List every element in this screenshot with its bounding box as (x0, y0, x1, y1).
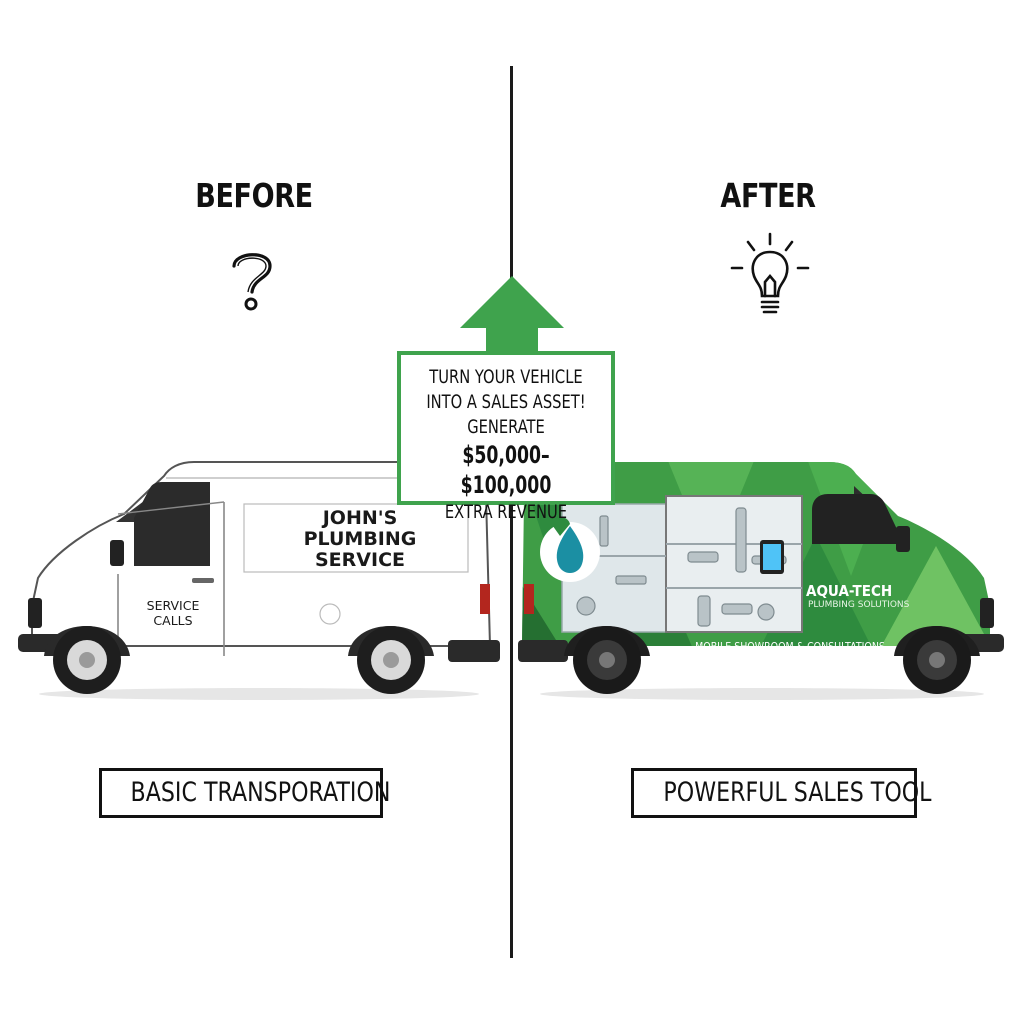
callout-revenue-range: $50,000–$100,000 (460, 441, 552, 499)
after-heading: AFTER (720, 176, 816, 215)
door-text-line-2: CALLS (153, 613, 193, 628)
before-caption-text: BASIC TRANSPORATION (130, 777, 391, 808)
van-brand-name: AQUA-TECH (806, 582, 893, 600)
callout-line-1: TURN YOUR VEHICLE (429, 366, 583, 388)
van-name-line-3: SERVICE (315, 549, 405, 571)
lightbulb-icon (730, 232, 810, 314)
van-business-name: JOHN'S PLUMBING SERVICE (260, 508, 460, 571)
van-name-line-2: PLUMBING (303, 528, 417, 550)
callout-line-3: GENERATE (467, 416, 545, 438)
up-arrow-icon (460, 276, 564, 356)
after-caption-text: POWERFUL SALES TOOL (663, 777, 932, 808)
door-text-line-1: SERVICE (146, 598, 200, 613)
before-heading: BEFORE (195, 176, 313, 215)
callout-line-2: INTO A SALES ASSET! (426, 391, 586, 413)
van-name-line-1: JOHN'S (322, 507, 398, 529)
van-tagline: MOBILE SHOWROOM & CONSULTATIONS (695, 641, 885, 653)
van-door-text: SERVICE CALLS (118, 598, 228, 628)
question-mark-icon (232, 253, 272, 311)
center-divider (510, 66, 513, 958)
plain-white-van (18, 461, 500, 700)
before-caption: BASIC TRANSPORATION (99, 768, 390, 818)
van-brand-subtitle: PLUMBING SOLUTIONS (808, 600, 910, 610)
callout-line-5: EXTRA REVENUE (444, 501, 568, 523)
after-caption: POWERFUL SALES TOOL (631, 768, 932, 818)
revenue-callout: TURN YOUR VEHICLE INTO A SALES ASSET! GE… (397, 351, 615, 523)
